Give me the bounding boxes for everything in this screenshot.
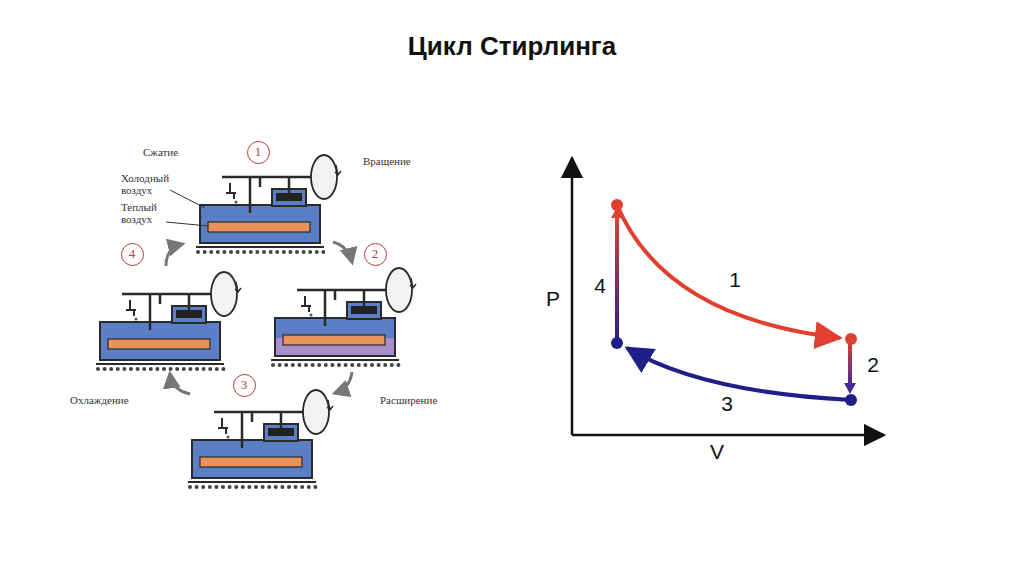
axis-label: P bbox=[546, 287, 560, 311]
heating-line bbox=[615, 216, 619, 343]
process-number: 1 bbox=[729, 268, 741, 292]
step-number: 4 bbox=[121, 243, 144, 266]
step-number: 3 bbox=[233, 374, 256, 397]
part-label: Сжатие bbox=[143, 146, 178, 158]
process-number: 3 bbox=[721, 392, 733, 416]
part-label: Расширение bbox=[380, 394, 437, 406]
p-axis bbox=[571, 158, 574, 435]
step-label: 4 bbox=[129, 246, 136, 262]
engine bbox=[271, 268, 416, 367]
engine bbox=[196, 155, 341, 254]
cycle-arrow bbox=[333, 242, 352, 262]
step-label: 3 bbox=[241, 377, 248, 393]
arrowhead bbox=[844, 383, 856, 394]
cycle-arrow bbox=[166, 244, 182, 266]
step-label: 1 bbox=[255, 144, 262, 160]
process-number: 2 bbox=[867, 353, 879, 377]
expansion-curve bbox=[617, 205, 840, 338]
part-label: Холодный воздух bbox=[121, 172, 177, 196]
engine-illustrations bbox=[96, 155, 416, 489]
step-label: 2 bbox=[372, 246, 379, 262]
part-label: Теплый воздух bbox=[121, 201, 173, 225]
cooling-line bbox=[848, 340, 852, 384]
leader-line bbox=[166, 222, 208, 226]
step-number: 1 bbox=[247, 141, 270, 164]
part-label: Охлаждение bbox=[70, 394, 129, 406]
leader-lines bbox=[166, 190, 208, 226]
state-point bbox=[611, 337, 623, 349]
axis-label: V bbox=[710, 440, 724, 464]
process-number: 4 bbox=[594, 274, 606, 298]
engine bbox=[188, 390, 333, 489]
cycle-arrow bbox=[335, 372, 352, 393]
compression-curve bbox=[627, 348, 851, 400]
state-point bbox=[845, 394, 857, 406]
cycle-arrow bbox=[170, 374, 190, 394]
engine bbox=[96, 272, 241, 371]
step-number: 2 bbox=[364, 243, 387, 266]
leader-line bbox=[170, 190, 205, 208]
cycle-arrows bbox=[166, 242, 352, 394]
v-axis bbox=[572, 434, 884, 437]
title: Цикл Стирлинга bbox=[408, 31, 616, 62]
pv-chart bbox=[572, 158, 884, 435]
part-label: Вращение bbox=[363, 155, 411, 167]
state-point bbox=[845, 333, 857, 345]
state-point bbox=[611, 199, 623, 211]
